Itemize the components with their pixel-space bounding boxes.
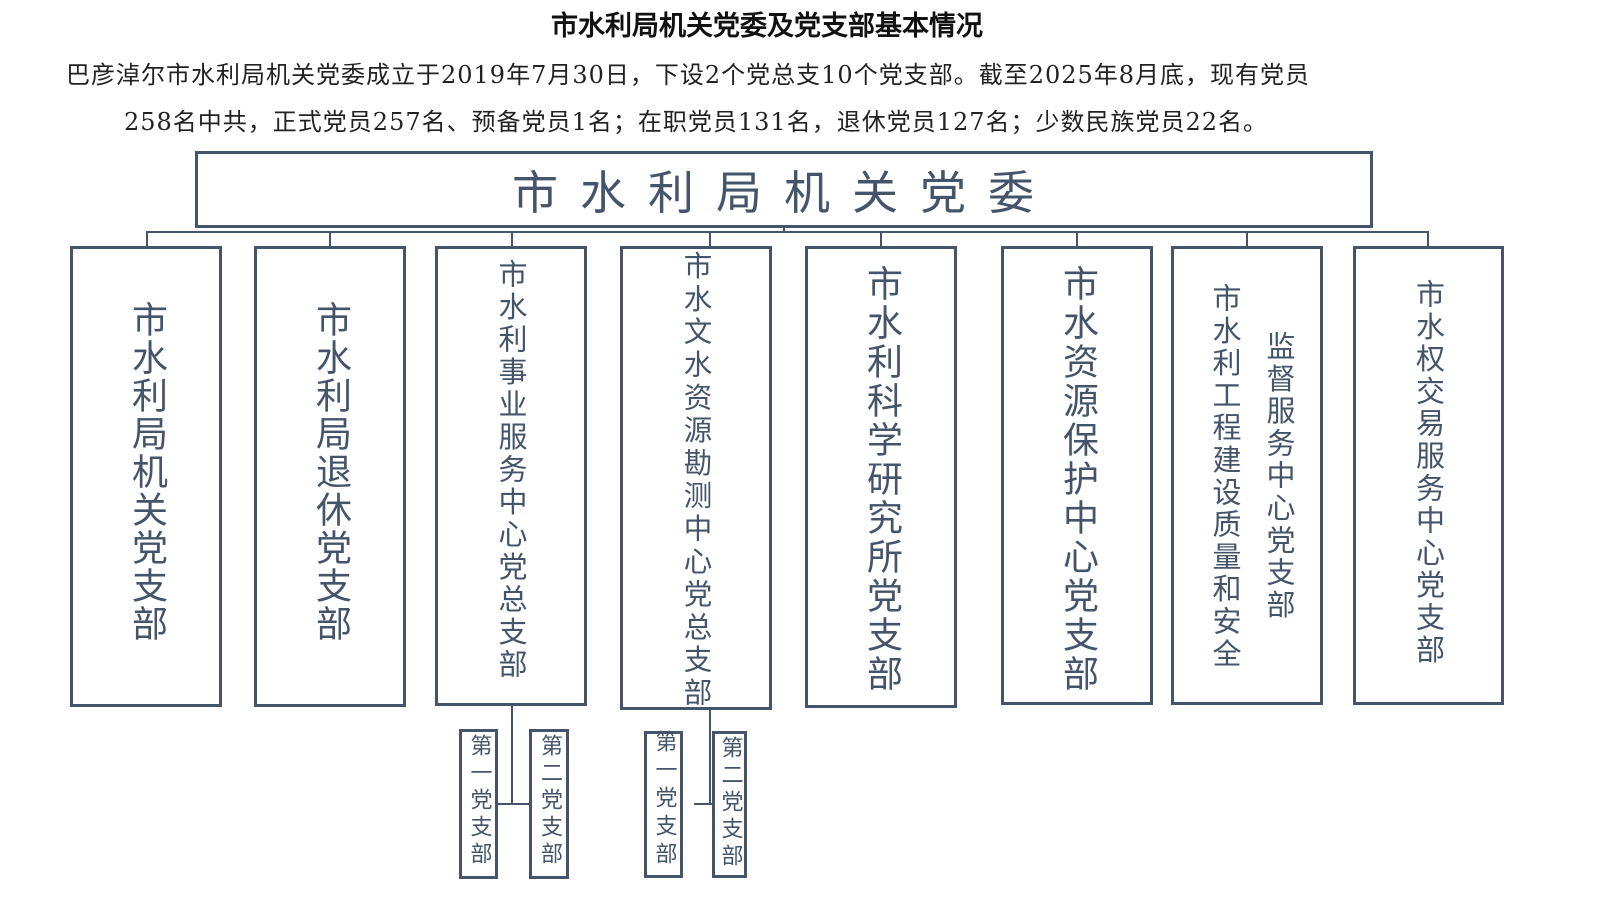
sub-connector-3-stem xyxy=(511,706,513,804)
connector-horizontal xyxy=(146,231,1429,233)
branch-node-7-col2: 监督服务中心党支部 xyxy=(1258,331,1300,626)
connector-drop-8 xyxy=(1427,231,1429,249)
connector-drop-3 xyxy=(511,231,513,247)
page-title: 市水利局机关党委及党支部基本情况 xyxy=(551,11,983,42)
branch-node-2-label: 市水利局退休党支部 xyxy=(310,301,351,643)
branch-node-4-label: 市水文水资源勘测中心党总支部 xyxy=(679,251,713,711)
sub-node-3-1-label: 第一党支部 xyxy=(466,734,492,869)
branch-node-2: 市水利局退休党支部 xyxy=(254,246,406,707)
connector-drop-7 xyxy=(1246,231,1248,247)
sub-node-4-1: 第一党支部 xyxy=(644,730,683,878)
connector-drop-4 xyxy=(709,231,711,247)
branch-node-1-label: 市水利局机关党支部 xyxy=(126,301,167,643)
intro-line-1: 巴彦淖尔市水利局机关党委成立于2019年7月30日，下设2个党总支10个党支部。… xyxy=(66,61,1311,89)
root-node-label: 市水利局机关党委 xyxy=(512,165,1056,220)
sub-connector-4-horizontal xyxy=(694,803,714,805)
sub-node-3-1: 第一党支部 xyxy=(459,729,498,879)
branch-node-8-label: 市水权交易服务中心党支部 xyxy=(1411,279,1446,667)
branch-node-8: 市水权交易服务中心党支部 xyxy=(1353,246,1504,705)
branch-node-5-label: 市水利科学研究所党支部 xyxy=(861,265,902,694)
branch-node-7: 市水利工程建设质量和安全 监督服务中心党支部 xyxy=(1171,246,1323,705)
connector-drop-1 xyxy=(146,231,148,247)
connector-drop-2 xyxy=(329,231,331,247)
sub-node-4-2: 第二党支部 xyxy=(712,731,747,878)
branch-node-1: 市水利局机关党支部 xyxy=(70,246,222,707)
connector-drop-5 xyxy=(880,231,882,247)
sub-node-3-2-label: 第二党支部 xyxy=(537,734,562,869)
branch-node-5: 市水利科学研究所党支部 xyxy=(805,246,957,708)
branch-node-3-label: 市水利事业服务中心党总支部 xyxy=(494,259,528,682)
branch-node-4: 市水文水资源勘测中心党总支部 xyxy=(620,246,772,710)
branch-node-3: 市水利事业服务中心党总支部 xyxy=(435,246,587,706)
branch-node-6: 市水资源保护中心党支部 xyxy=(1001,246,1153,705)
connector-root-stem xyxy=(783,228,785,233)
root-node-party-committee: 市水利局机关党委 xyxy=(195,151,1373,228)
branch-node-7-label-part2: 监督服务中心党支部 xyxy=(1262,331,1296,622)
branch-node-7-col1: 市水利工程建设质量和安全 xyxy=(1204,283,1246,675)
sub-node-3-2: 第二党支部 xyxy=(529,729,569,879)
connector-drop-6 xyxy=(1076,231,1078,247)
intro-line-2: 258名中共，正式党员257名、预备党员1名；在职党员131名，退休党员127名… xyxy=(124,108,1269,136)
sub-node-4-2-label: 第二党支部 xyxy=(717,736,743,871)
sub-connector-3-horizontal xyxy=(496,803,531,805)
branch-node-7-label-part1: 市水利工程建设质量和安全 xyxy=(1208,283,1242,671)
branch-node-6-label: 市水资源保护中心党支部 xyxy=(1057,265,1098,694)
sub-node-4-1-label: 第一党支部 xyxy=(651,730,677,870)
sub-connector-4-stem xyxy=(709,710,711,804)
